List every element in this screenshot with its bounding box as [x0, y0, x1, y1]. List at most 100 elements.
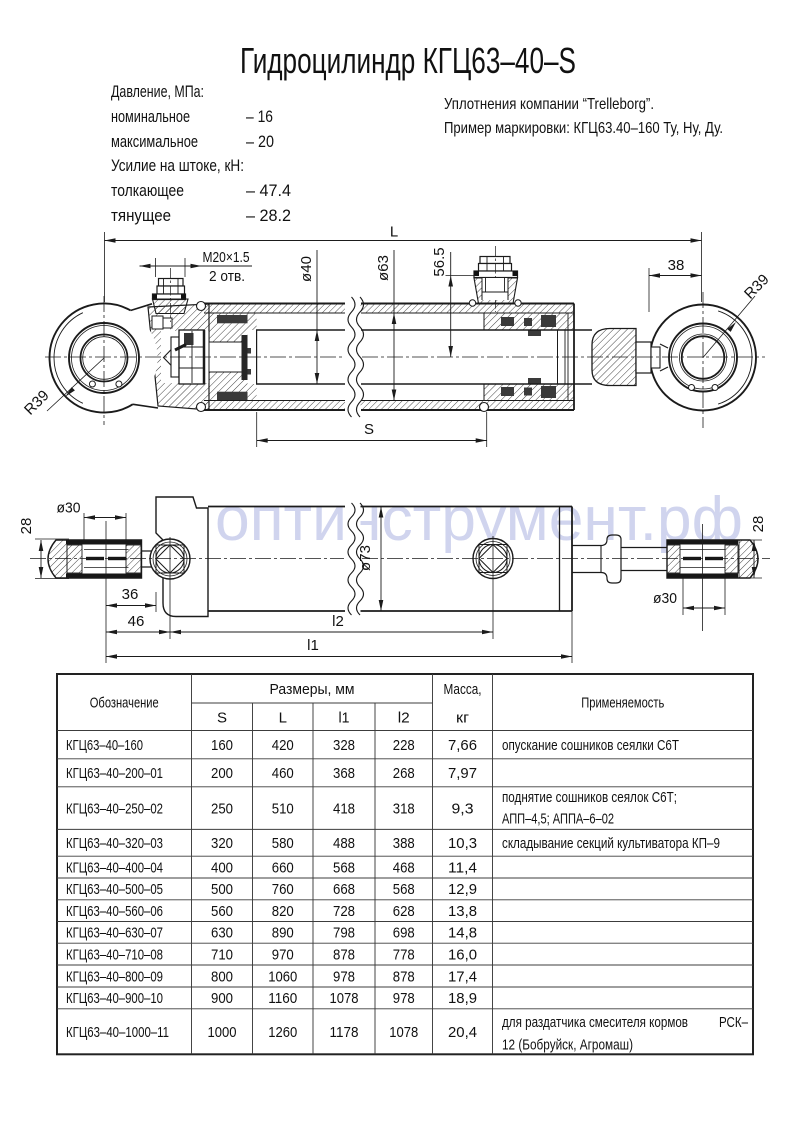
svg-text:1060: 1060 — [268, 968, 297, 985]
svg-text:9,3: 9,3 — [452, 800, 474, 817]
svg-text:160: 160 — [211, 737, 233, 754]
svg-text:878: 878 — [333, 946, 355, 963]
svg-text:ø73: ø73 — [357, 545, 374, 571]
svg-text:698: 698 — [393, 925, 415, 942]
svg-text:1178: 1178 — [330, 1024, 359, 1041]
svg-text:1078: 1078 — [389, 1024, 418, 1041]
svg-text:оптинструмент.рф: оптинструмент.рф — [215, 485, 743, 554]
svg-text:630: 630 — [211, 925, 233, 942]
svg-text:28: 28 — [18, 518, 35, 535]
svg-text:тянущее: тянущее — [111, 206, 171, 225]
svg-text:АПП–4,5; АППА–6–02: АПП–4,5; АППА–6–02 — [502, 811, 614, 828]
svg-text:КГЦ63–40–1000–11: КГЦ63–40–1000–11 — [66, 1024, 169, 1041]
svg-text:978: 978 — [333, 968, 355, 985]
svg-text:опускание сошников сеялки С6Т: опускание сошников сеялки С6Т — [502, 737, 679, 754]
svg-text:КГЦ63–40–710–08: КГЦ63–40–710–08 — [66, 946, 163, 963]
svg-text:568: 568 — [333, 859, 355, 876]
svg-text:ø40: ø40 — [298, 256, 315, 282]
svg-text:20,4: 20,4 — [448, 1024, 477, 1041]
svg-text:1160: 1160 — [268, 990, 297, 1007]
svg-text:12 (Бобруйск, Агромаш): 12 (Бобруйск, Агромаш) — [502, 1037, 633, 1054]
svg-text:368: 368 — [333, 765, 355, 782]
svg-text:890: 890 — [272, 925, 294, 942]
svg-text:28: 28 — [750, 516, 767, 533]
svg-text:КГЦ63–40–160: КГЦ63–40–160 — [66, 737, 143, 754]
svg-text:18,9: 18,9 — [448, 990, 477, 1007]
svg-text:878: 878 — [393, 968, 415, 985]
svg-text:660: 660 — [272, 859, 294, 876]
svg-text:КГЦ63–40–400–04: КГЦ63–40–400–04 — [66, 859, 163, 876]
svg-text:628: 628 — [393, 903, 415, 920]
svg-text:поднятие сошников сеялок С6Т;: поднятие сошников сеялок С6Т; — [502, 789, 677, 806]
svg-text:510: 510 — [272, 800, 294, 817]
svg-text:328: 328 — [333, 737, 355, 754]
svg-text:820: 820 — [272, 903, 294, 920]
svg-text:максимальное: максимальное — [111, 132, 198, 151]
svg-text:7,97: 7,97 — [448, 765, 477, 782]
svg-text:388: 388 — [393, 835, 415, 852]
svg-text:l1: l1 — [307, 637, 319, 654]
svg-text:L: L — [279, 710, 287, 727]
svg-text:12,9: 12,9 — [448, 881, 477, 898]
svg-text:– 20: – 20 — [246, 132, 274, 151]
svg-text:КГЦ63–40–560–06: КГЦ63–40–560–06 — [66, 903, 163, 920]
svg-text:КГЦ63–40–900–10: КГЦ63–40–900–10 — [66, 990, 163, 1007]
svg-text:668: 668 — [333, 881, 355, 898]
svg-text:Применяемость: Применяемость — [581, 695, 664, 712]
svg-text:Масса,: Масса, — [444, 681, 482, 698]
svg-text:760: 760 — [272, 881, 294, 898]
svg-text:– 28.2: – 28.2 — [246, 206, 291, 225]
svg-text:16,0: 16,0 — [448, 946, 477, 963]
svg-text:14,8: 14,8 — [448, 925, 477, 942]
svg-text:978: 978 — [393, 990, 415, 1007]
svg-text:56.5: 56.5 — [431, 247, 448, 276]
svg-text:Размеры, мм: Размеры, мм — [270, 681, 355, 698]
svg-text:S: S — [364, 421, 374, 438]
svg-text:2 отв.: 2 отв. — [209, 268, 245, 285]
svg-text:38: 38 — [668, 257, 685, 274]
svg-text:1260: 1260 — [268, 1024, 297, 1041]
svg-text:11,4: 11,4 — [448, 859, 477, 876]
svg-text:l1: l1 — [339, 710, 350, 727]
svg-text:250: 250 — [211, 800, 233, 817]
svg-text:800: 800 — [211, 968, 233, 985]
svg-text:418: 418 — [333, 800, 355, 817]
svg-text:320: 320 — [211, 835, 233, 852]
svg-text:складывание секций культиватор: складывание секций культиватора КП–9 — [502, 835, 720, 852]
svg-text:– 16: – 16 — [246, 107, 273, 126]
svg-text:580: 580 — [272, 835, 294, 852]
svg-text:S: S — [217, 710, 227, 727]
svg-text:ø30: ø30 — [653, 590, 677, 607]
svg-text:КГЦ63–40–320–03: КГЦ63–40–320–03 — [66, 835, 163, 852]
svg-text:318: 318 — [393, 800, 415, 817]
svg-text:Обозначение: Обозначение — [90, 695, 159, 712]
svg-text:номинальное: номинальное — [111, 107, 190, 126]
svg-text:400: 400 — [211, 859, 233, 876]
svg-text:7,66: 7,66 — [448, 737, 477, 754]
svg-text:500: 500 — [211, 881, 233, 898]
svg-text:M20×1.5: M20×1.5 — [203, 249, 250, 266]
svg-text:Усилие на штоке, кН:: Усилие на штоке, кН: — [111, 156, 244, 175]
svg-text:568: 568 — [393, 881, 415, 898]
svg-text:268: 268 — [393, 765, 415, 782]
svg-text:728: 728 — [333, 903, 355, 920]
svg-text:кг: кг — [456, 710, 470, 727]
svg-text:l2: l2 — [332, 613, 344, 630]
svg-text:Уплотнения компании “Trellebor: Уплотнения компании “Trelleborg”. — [444, 96, 654, 113]
svg-text:Пример маркировки: КГЦ63.40–16: Пример маркировки: КГЦ63.40–160 Ту, Ну, … — [444, 120, 723, 137]
svg-text:– 47.4: – 47.4 — [246, 181, 291, 200]
svg-text:КГЦ63–40–630–07: КГЦ63–40–630–07 — [66, 925, 163, 942]
svg-text:200: 200 — [211, 765, 233, 782]
svg-text:228: 228 — [393, 737, 415, 754]
svg-text:420: 420 — [272, 737, 294, 754]
svg-text:1078: 1078 — [330, 990, 359, 1007]
svg-text:36: 36 — [122, 586, 139, 603]
svg-text:для раздатчика смесителя кормо: для раздатчика смесителя кормов — [502, 1014, 688, 1031]
svg-text:488: 488 — [333, 835, 355, 852]
svg-text:970: 970 — [272, 946, 294, 963]
svg-text:460: 460 — [272, 765, 294, 782]
svg-text:13,8: 13,8 — [448, 903, 477, 920]
svg-text:10,3: 10,3 — [448, 835, 477, 852]
svg-text:КГЦ63–40–250–02: КГЦ63–40–250–02 — [66, 800, 163, 817]
svg-text:900: 900 — [211, 990, 233, 1007]
